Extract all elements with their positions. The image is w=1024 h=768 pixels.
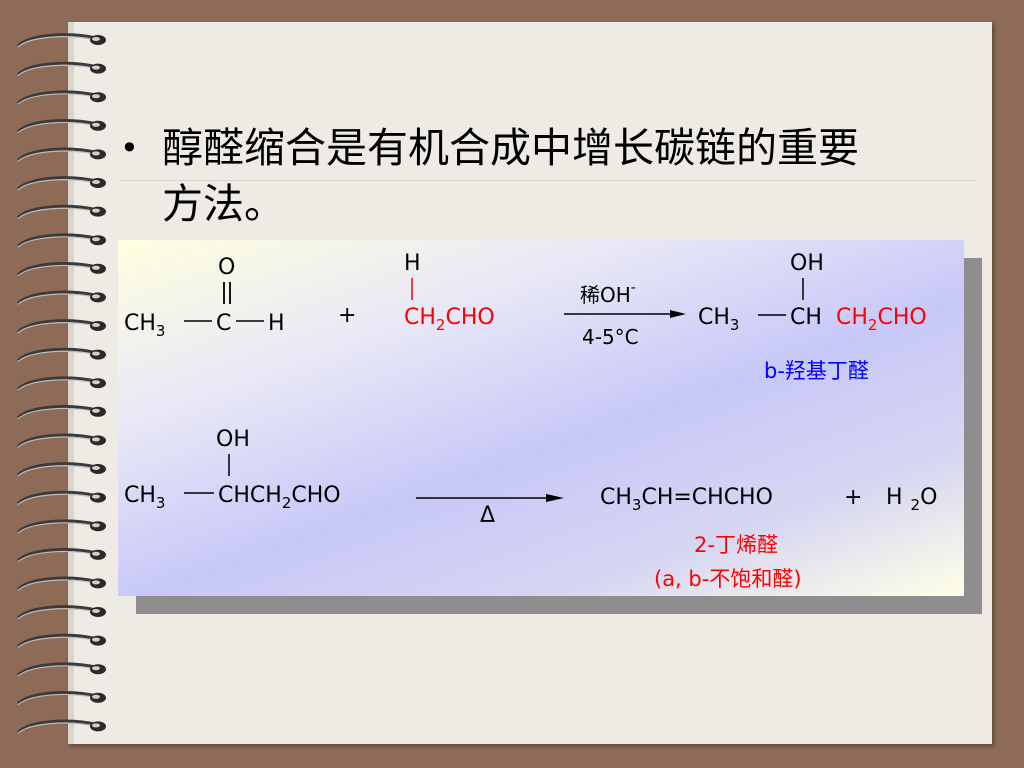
spiral-ring — [16, 347, 106, 363]
spiral-ring — [16, 33, 106, 48]
reactant-hydroxybutanal: OH CH3 CHCH2CHO — [124, 427, 341, 512]
product-2-formula: CH3CH=CHCHO — [600, 485, 773, 514]
product-note-2: (a, b-不饱和醛) — [654, 567, 802, 591]
spiral-ring — [16, 490, 106, 506]
alpha-hydrogen: H — [404, 251, 421, 276]
product-ch: CH — [790, 305, 822, 330]
spiral-ring — [16, 204, 106, 220]
reaction-arrow-1: 稀OH- 4-5°C — [564, 280, 686, 349]
spiral-ring — [16, 633, 106, 649]
hydroxyl-group: OH — [790, 251, 824, 276]
spiral-ring — [16, 119, 106, 134]
spiral-ring — [16, 576, 106, 591]
methyl-group: CH3 — [124, 311, 165, 340]
spiral-ring — [16, 405, 106, 420]
spiral-ring — [16, 519, 106, 534]
spiral-ring — [16, 290, 106, 305]
catalyst-label: 稀OH- — [580, 280, 636, 307]
bullet-dot: • — [120, 129, 139, 167]
divider-line — [120, 180, 976, 181]
plus-sign-1: + — [338, 303, 356, 328]
spiral-ring — [16, 319, 106, 334]
reactant-2-hydroxyl: OH — [216, 427, 250, 452]
spiral-binding — [16, 33, 106, 734]
spiral-ring — [16, 376, 106, 391]
product-name-2: 2-丁烯醛 — [694, 533, 778, 557]
product-methyl: CH3 — [698, 305, 739, 334]
reactant-2-chain: CHCH2CHO — [218, 483, 341, 512]
spiral-ring — [16, 233, 106, 248]
spiral-ring — [16, 691, 106, 706]
plus-sign-2: + — [844, 485, 862, 510]
bullet-text: 醇醛缩合是有机合成中增长碳链的重要 方法。 — [162, 120, 962, 232]
reaction-diagram: O CH3 C H + H CH2CHO 稀OH- 4-5°C OH CH3 — [124, 251, 937, 591]
spiral-ring — [16, 462, 106, 477]
spiral-ring — [16, 662, 106, 677]
heat-symbol: Δ — [480, 503, 495, 528]
reaction-panel: O CH3 C H + H CH2CHO 稀OH- 4-5°C OH CH3 — [118, 240, 964, 596]
reactant-acetaldehyde-2: H CH2CHO — [404, 251, 495, 334]
paper-edge — [68, 22, 74, 744]
reaction-arrow-2: Δ — [416, 494, 564, 528]
spiral-ring — [16, 176, 106, 191]
carbonyl-carbon: C — [216, 311, 231, 336]
bullet-text-line-1: 醇醛缩合是有机合成中增长碳链的重要 — [162, 124, 859, 172]
bullet-text-line-2: 方法。 — [162, 180, 285, 228]
spiral-ring — [16, 262, 106, 277]
reactant-acetaldehyde: O CH3 C H — [124, 255, 285, 340]
product-name-1: b-羟基丁醛 — [764, 359, 869, 383]
reactant-2-formula: CH2CHO — [404, 305, 495, 334]
spiral-ring — [16, 433, 106, 448]
aldehyde-hydrogen: H — [268, 311, 285, 336]
spiral-ring — [16, 147, 106, 162]
product-hydroxybutanal: OH CH3 CH CH2CHO b-羟基丁醛 — [698, 251, 927, 383]
reactant-2-methyl: CH3 — [124, 483, 165, 512]
temperature-label: 4-5°C — [582, 325, 639, 349]
spiral-ring — [16, 90, 106, 105]
product-ch2cho: CH2CHO — [836, 305, 927, 334]
spiral-ring — [16, 61, 106, 77]
spiral-ring — [16, 719, 106, 734]
spiral-ring — [16, 605, 106, 620]
spiral-ring — [16, 548, 106, 563]
carbonyl-oxygen: O — [218, 255, 235, 280]
